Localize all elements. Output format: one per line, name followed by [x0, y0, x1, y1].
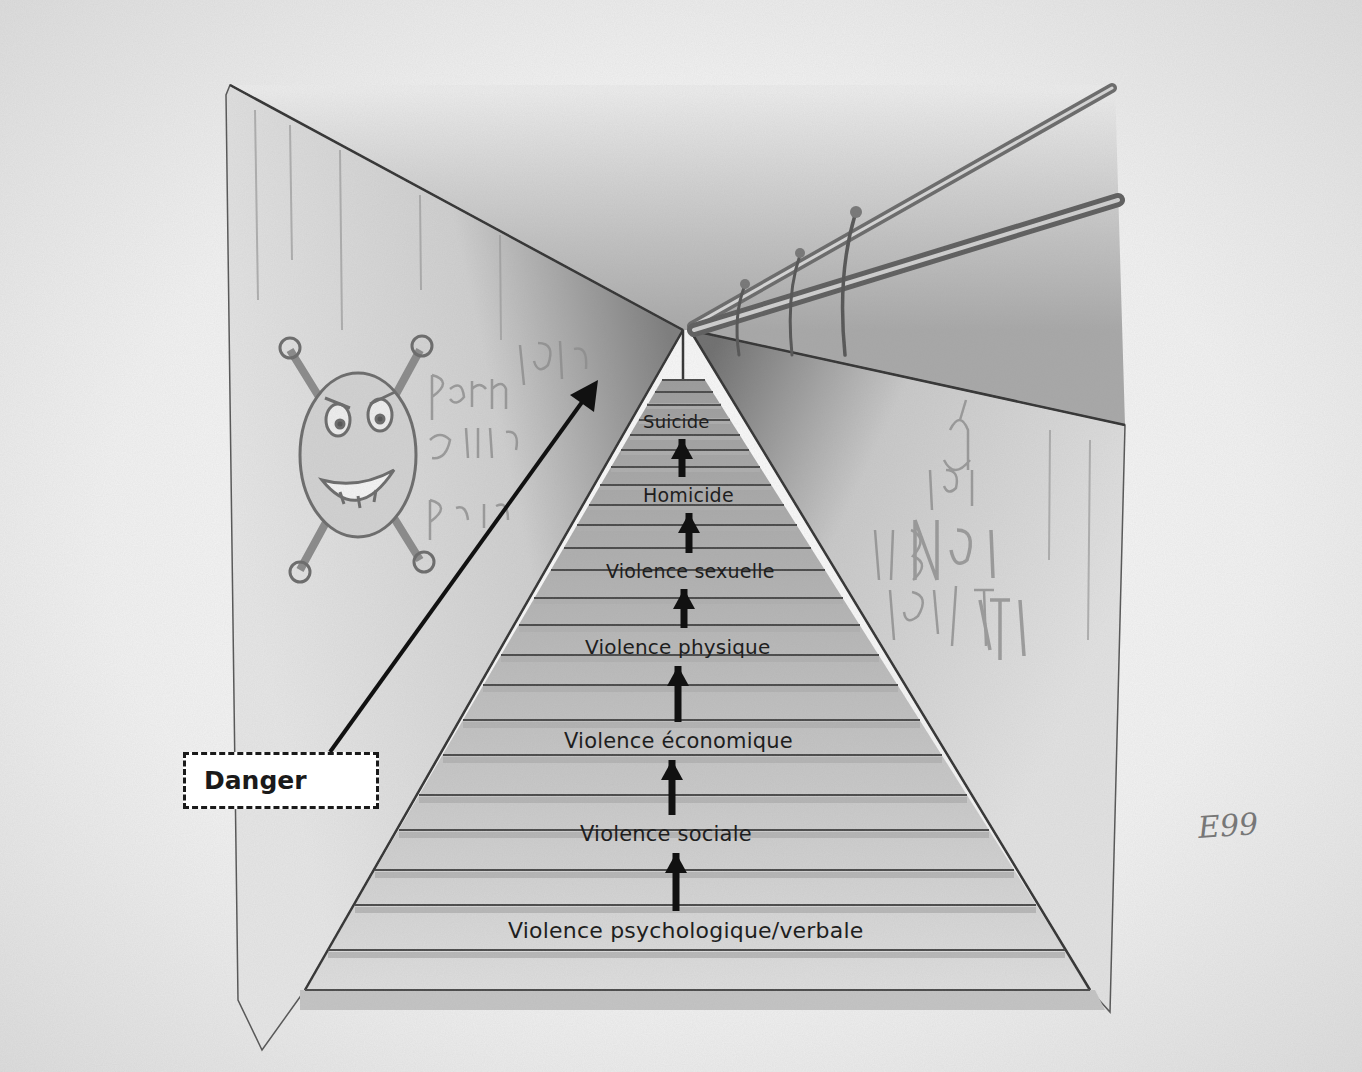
- stair-label: Violence physique: [581, 628, 775, 666]
- leader-head: [570, 380, 598, 412]
- stage-text: Violence psychologique/verbale: [508, 918, 864, 943]
- escalation-arrow: [681, 589, 688, 628]
- callout-text: Danger: [204, 766, 358, 795]
- stair-label: Homicide: [639, 477, 738, 513]
- stair-label: Violence économique: [560, 722, 797, 760]
- escalation-arrow: [675, 666, 682, 722]
- stage-text: Violence sociale: [580, 822, 752, 846]
- stage-text: Violence sexuelle: [606, 560, 775, 582]
- escalation-arrow: [679, 439, 686, 477]
- stage-text: Homicide: [643, 484, 734, 506]
- stage-text: Violence physique: [585, 635, 771, 659]
- callout-box: Danger: [183, 752, 379, 809]
- leader-line: [330, 398, 585, 752]
- danger-leader: [330, 380, 598, 752]
- stair-label: Violence sexuelle: [602, 553, 779, 589]
- escalation-arrow: [686, 513, 693, 553]
- artist-signature: E99: [1197, 806, 1259, 845]
- stage-text: Suicide: [643, 411, 710, 432]
- stair-label: Suicide: [639, 404, 714, 439]
- stair-label: Violence psychologique/verbale: [504, 911, 868, 950]
- stair-label: Violence sociale: [576, 815, 756, 853]
- stage-text: Violence économique: [564, 729, 793, 753]
- escalation-arrow: [669, 760, 676, 815]
- escalation-arrow: [673, 853, 680, 911]
